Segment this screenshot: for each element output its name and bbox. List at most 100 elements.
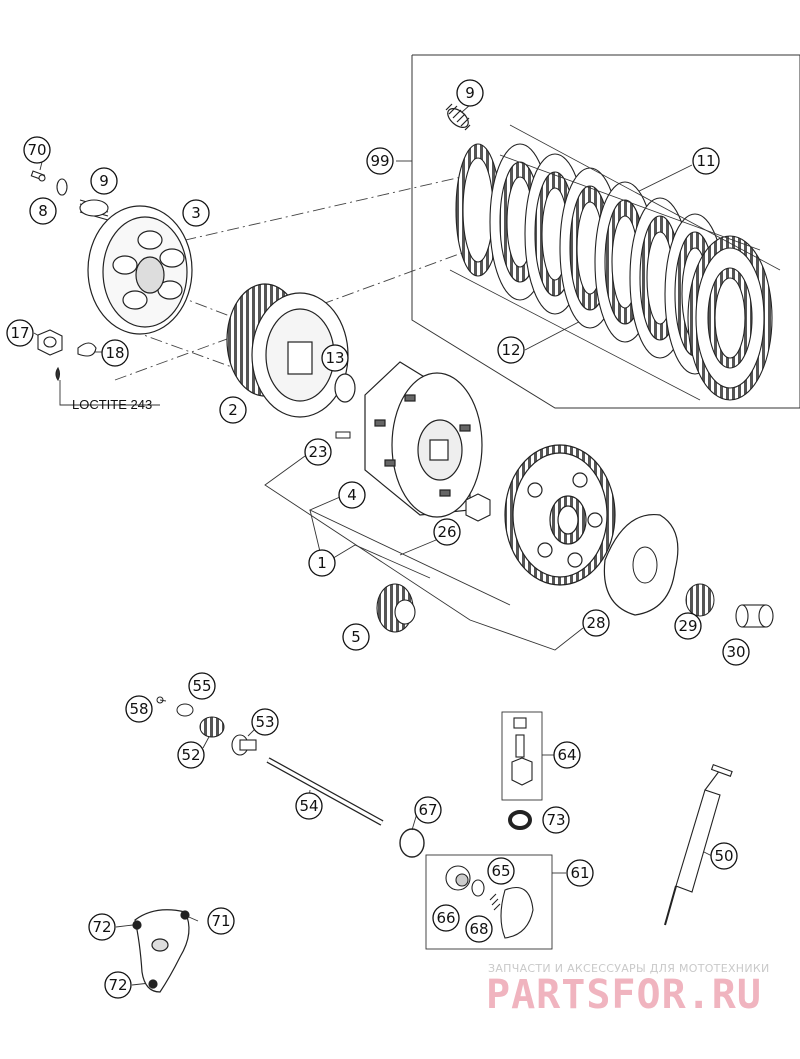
- svg-text:55: 55: [192, 677, 211, 695]
- svg-text:54: 54: [299, 797, 318, 815]
- callout-61[interactable]: 61: [566, 859, 594, 887]
- bushing: [735, 604, 774, 628]
- svg-text:26: 26: [437, 523, 456, 541]
- pressure-piece: [231, 734, 257, 756]
- svg-text:29: 29: [678, 617, 697, 635]
- svg-text:68: 68: [469, 920, 488, 938]
- callout-67[interactable]: 67: [414, 796, 442, 824]
- spring-washer-bolt: [30, 170, 109, 221]
- callout-18[interactable]: 18: [101, 339, 129, 367]
- primary-gear: [504, 444, 616, 586]
- clutch-spring-top: [445, 103, 471, 131]
- svg-text:2: 2: [228, 401, 238, 419]
- svg-text:28: 28: [586, 614, 605, 632]
- svg-text:64: 64: [557, 746, 576, 764]
- disc-pack-frame: [411, 54, 800, 409]
- svg-text:72: 72: [108, 976, 127, 994]
- watermark-tagline: ЗАПЧАСТИ И АКСЕССУАРЫ ДЛЯ МОТОТЕХНИКИ: [488, 962, 770, 975]
- callout-28[interactable]: 28: [582, 609, 610, 637]
- sealing-ring: [508, 810, 532, 830]
- callout-54[interactable]: 54: [295, 792, 323, 820]
- callout-73[interactable]: 73: [542, 806, 570, 834]
- svg-text:73: 73: [546, 811, 565, 829]
- callout-58[interactable]: 58: [125, 695, 153, 723]
- svg-text:12: 12: [501, 341, 520, 359]
- svg-text:8: 8: [38, 202, 48, 220]
- svg-text:23: 23: [308, 443, 327, 461]
- svg-text:70: 70: [27, 141, 46, 159]
- svg-text:9: 9: [465, 84, 475, 102]
- callout-9-left[interactable]: 9: [90, 167, 118, 195]
- callout-55[interactable]: 55: [188, 672, 216, 700]
- o-ring-67: [399, 828, 425, 858]
- circlip: [156, 696, 164, 704]
- callout-50[interactable]: 50: [710, 842, 738, 870]
- svg-text:58: 58: [129, 700, 148, 718]
- release-bearing: [199, 716, 225, 738]
- svg-text:9: 9: [99, 172, 109, 190]
- svg-text:53: 53: [255, 713, 274, 731]
- svg-text:4: 4: [347, 486, 357, 504]
- watermark-logo: PARTSFOR.RU: [486, 972, 762, 1018]
- callout-52[interactable]: 52: [177, 741, 205, 769]
- push-rod: [266, 757, 384, 826]
- needle-bearing: [685, 583, 715, 617]
- callout-99[interactable]: 99: [366, 147, 394, 175]
- callout-29[interactable]: 29: [674, 612, 702, 640]
- small-gear: [376, 583, 416, 633]
- slave-cylinder-parts: [445, 865, 534, 939]
- svg-text:17: 17: [10, 324, 29, 342]
- svg-text:99: 99: [370, 152, 389, 170]
- svg-text:61: 61: [570, 864, 589, 882]
- callout-66[interactable]: 66: [432, 904, 460, 932]
- svg-text:13: 13: [325, 349, 344, 367]
- washer-55: [176, 703, 194, 717]
- inner-hub: [226, 283, 349, 418]
- callout-11[interactable]: 11: [692, 147, 720, 175]
- loctite-note: LOCTITE 243: [72, 397, 152, 412]
- svg-text:66: 66: [436, 909, 455, 927]
- svg-text:67: 67: [418, 801, 437, 819]
- nut-lockwasher: [37, 329, 97, 382]
- callout-4[interactable]: 4: [338, 481, 366, 509]
- callout-17[interactable]: 17: [6, 319, 34, 347]
- callout-68[interactable]: 68: [465, 915, 493, 943]
- svg-text:11: 11: [696, 152, 715, 170]
- svg-text:5: 5: [351, 628, 361, 646]
- release-cover: [132, 909, 190, 993]
- callout-65[interactable]: 65: [487, 857, 515, 885]
- basket-nut: [465, 493, 491, 522]
- basket-bolt: [335, 431, 351, 439]
- callout-70[interactable]: 70: [23, 136, 51, 164]
- callouts: 99 9 11 12 70 9 8 3 17 18 13 2 23 4 26 1…: [6, 79, 750, 999]
- clutch-disc-pack: [449, 124, 781, 401]
- svg-text:65: 65: [491, 862, 510, 880]
- callout-53[interactable]: 53: [251, 708, 279, 736]
- callout-72-top[interactable]: 72: [88, 913, 116, 941]
- callout-23[interactable]: 23: [304, 438, 332, 466]
- callout-9-top[interactable]: 9: [456, 79, 484, 107]
- svg-text:72: 72: [92, 918, 111, 936]
- callout-72-bottom[interactable]: 72: [104, 971, 132, 999]
- svg-text:30: 30: [726, 643, 745, 661]
- clutch-basket: [364, 361, 483, 518]
- pressure-plate: [87, 205, 193, 335]
- callout-12[interactable]: 12: [497, 336, 525, 364]
- callout-71[interactable]: 71: [207, 907, 235, 935]
- callout-5[interactable]: 5: [342, 623, 370, 651]
- callout-2[interactable]: 2: [219, 396, 247, 424]
- callout-13[interactable]: 13: [321, 344, 349, 372]
- svg-text:18: 18: [105, 344, 124, 362]
- thrust-washer: [334, 373, 356, 403]
- callout-26[interactable]: 26: [433, 518, 461, 546]
- svg-text:1: 1: [317, 554, 327, 572]
- callout-1[interactable]: 1: [308, 549, 336, 577]
- svg-text:3: 3: [191, 204, 201, 222]
- callout-30[interactable]: 30: [722, 638, 750, 666]
- svg-text:71: 71: [211, 912, 230, 930]
- callout-8[interactable]: 8: [29, 197, 57, 225]
- callout-3[interactable]: 3: [182, 199, 210, 227]
- callout-64[interactable]: 64: [553, 741, 581, 769]
- syringe: [664, 763, 733, 926]
